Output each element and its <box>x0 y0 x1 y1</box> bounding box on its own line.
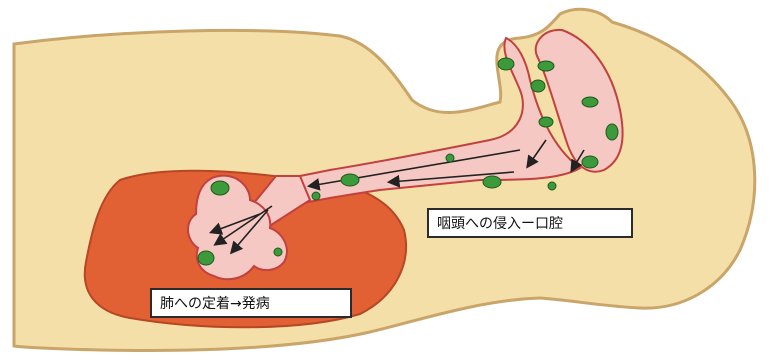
pharynx-invasion-label: 咽頭への侵入ー口腔 <box>427 208 633 238</box>
lung-colonization-label: 肺への定着→発病 <box>150 288 352 318</box>
